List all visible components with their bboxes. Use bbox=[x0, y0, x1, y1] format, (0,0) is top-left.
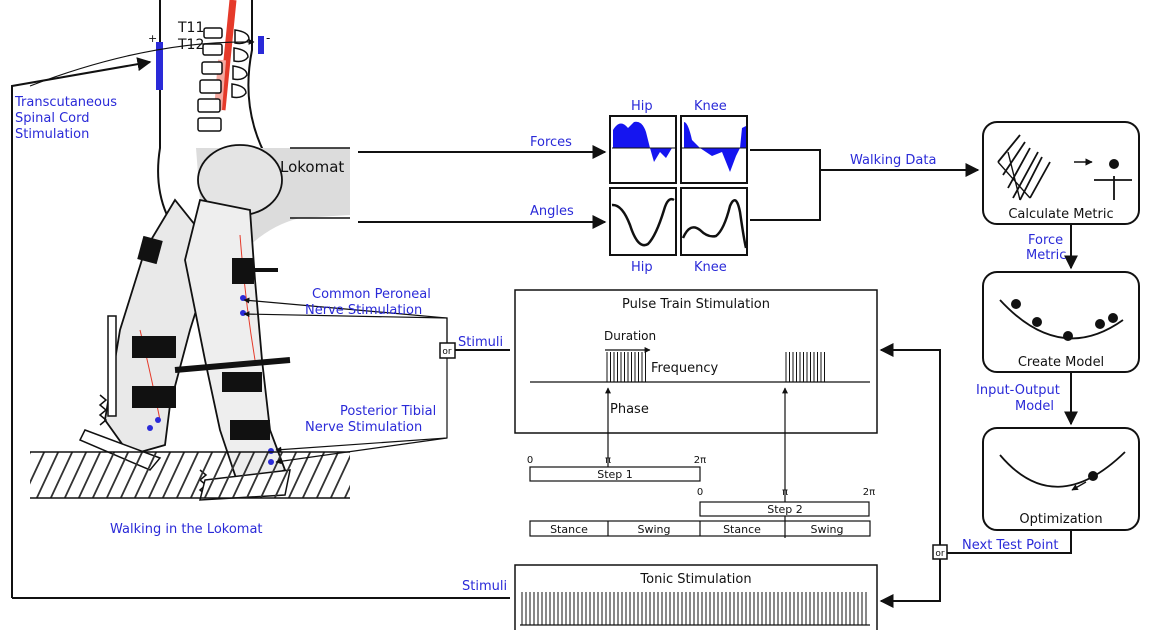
pt-label-line1: Posterior Tibial bbox=[340, 404, 436, 419]
pt-label-line2: Nerve Stimulation bbox=[305, 420, 422, 435]
pulse-train-panel: Pulse Train Stimulation Duration Frequen… bbox=[514, 289, 878, 538]
step2-tick-2pi: 2π bbox=[863, 487, 875, 498]
stimuli-top-label: Stimuli bbox=[458, 335, 503, 350]
front-leg bbox=[184, 198, 287, 492]
force-metric-label-2: Metric bbox=[1026, 248, 1066, 263]
phase-swing-2: Swing bbox=[811, 523, 844, 536]
next-test-point-line bbox=[945, 531, 1072, 554]
tonic-title: Tonic Stimulation bbox=[639, 572, 751, 587]
step2-tick-0: 0 bbox=[697, 487, 703, 498]
step1-tick-2pi: 2π bbox=[694, 455, 706, 466]
angle-plots: Hip Knee bbox=[609, 187, 748, 275]
phase-stance-2: Stance bbox=[723, 523, 761, 536]
cp-arrow-2 bbox=[243, 311, 448, 343]
step2-bar bbox=[699, 501, 870, 517]
angles-label: Angles bbox=[530, 204, 574, 219]
tss-electrode-anode bbox=[156, 42, 163, 90]
walking-caption: Walking in the Lokomat bbox=[110, 522, 263, 537]
tss-label-line2: Spinal Cord bbox=[15, 111, 89, 126]
electrode-minus-label: - bbox=[266, 31, 270, 45]
next-test-point-label: Next Test Point bbox=[962, 538, 1058, 553]
step1-label: Step 1 bbox=[597, 468, 633, 481]
knee-bottom-label: Knee bbox=[694, 260, 727, 275]
knee-angle-plot bbox=[680, 187, 748, 256]
forces-label: Forces bbox=[530, 135, 572, 150]
lokomat-illustration: + - T11 T12 bbox=[30, 0, 350, 501]
cp-label-line1: Common Peroneal bbox=[312, 287, 431, 302]
io-model-label-1: Input-Output bbox=[976, 383, 1060, 398]
electrode-plus-label: + bbox=[148, 32, 157, 45]
lokomat-label: Lokomat bbox=[280, 158, 344, 176]
cp-label-line2: Nerve Stimulation bbox=[305, 303, 422, 318]
step1-bar bbox=[529, 466, 701, 482]
create-model-label: Create Model bbox=[1018, 355, 1104, 370]
phase-label: Phase bbox=[610, 402, 649, 417]
optimization-label: Optimization bbox=[1019, 512, 1102, 527]
or-top-label: or bbox=[442, 347, 452, 357]
merge-bracket bbox=[750, 149, 821, 221]
hip-bottom-label: Hip bbox=[631, 260, 653, 275]
step2-label: Step 2 bbox=[767, 503, 803, 516]
hip-top-label: Hip bbox=[631, 99, 653, 114]
tss-label-line1: Transcutaneous bbox=[14, 95, 117, 110]
vertebrae bbox=[197, 27, 250, 132]
force-metric-label-1: Force bbox=[1028, 233, 1063, 248]
pulse-title: Pulse Train Stimulation bbox=[622, 297, 770, 312]
vertebra-t11-label: T11 bbox=[177, 20, 204, 36]
tss-electrode-cathode bbox=[258, 36, 264, 54]
duration-label: Duration bbox=[604, 329, 656, 343]
calculate-metric-box: Calculate Metric bbox=[982, 121, 1140, 225]
spinal-cord bbox=[218, 0, 237, 111]
step1-tick-pi: π bbox=[605, 455, 611, 466]
pt-arrow-2 bbox=[275, 437, 448, 465]
step-timeline: 0 π 2π Step 1 0 π 2π Step 2 Stance Swing… bbox=[527, 455, 875, 537]
step1-tick-0: 0 bbox=[527, 455, 533, 466]
force-plots: Hip Knee bbox=[609, 99, 748, 184]
phase-swing-1: Swing bbox=[638, 523, 671, 536]
stimuli-bottom-label: Stimuli bbox=[462, 579, 507, 594]
frequency-label: Frequency bbox=[651, 361, 718, 376]
to-pulse-arrow bbox=[879, 343, 941, 545]
tonic-panel: Tonic Stimulation bbox=[514, 564, 878, 630]
step2-tick-pi: π bbox=[782, 487, 788, 498]
or-bottom-label: or bbox=[935, 549, 945, 559]
tss-label-line3: Stimulation bbox=[15, 127, 89, 142]
io-model-label-2: Model bbox=[1015, 399, 1054, 414]
front-outline bbox=[247, 0, 269, 161]
optimization-box: Optimization bbox=[982, 427, 1140, 531]
create-model-box: Create Model bbox=[982, 271, 1140, 373]
calculate-metric-label: Calculate Metric bbox=[1008, 207, 1113, 222]
walking-data-label: Walking Data bbox=[850, 153, 936, 168]
tss-arrow-cathode bbox=[29, 38, 255, 87]
phase-stance-1: Stance bbox=[550, 523, 588, 536]
knee-top-label: Knee bbox=[694, 99, 727, 114]
to-tonic-arrow bbox=[879, 559, 941, 608]
tss-arrow-anode bbox=[11, 57, 152, 598]
